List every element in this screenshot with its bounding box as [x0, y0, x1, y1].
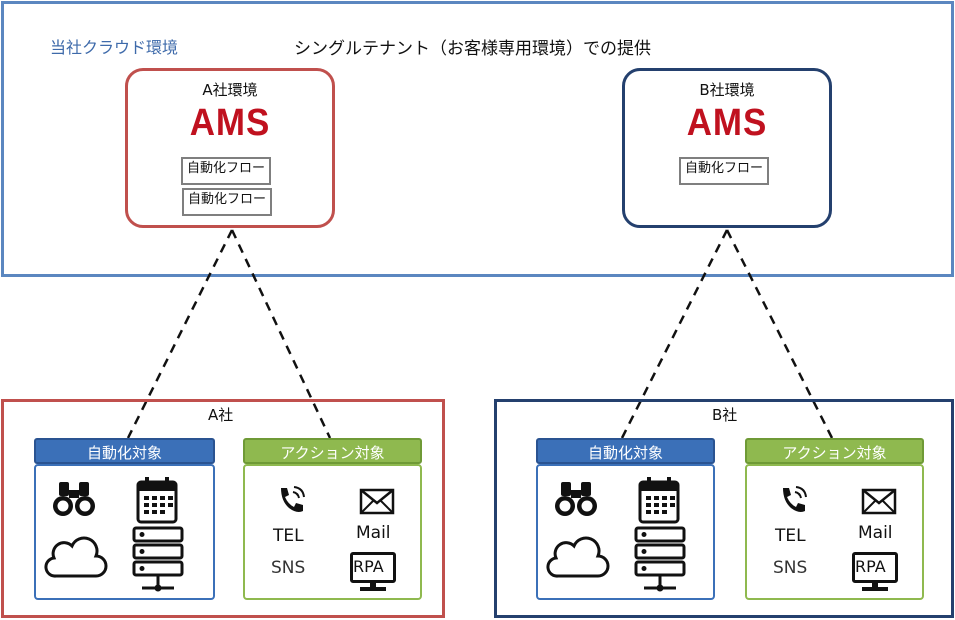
env-a-ams-logo: AMS — [189, 102, 271, 144]
phone-icon — [783, 486, 807, 512]
env-a-box: A社環境 AMS 自動化フロー 自動化フロー — [125, 68, 335, 228]
company-b-box — [494, 399, 954, 618]
binoculars-icon — [53, 482, 95, 516]
rpa-label: RPA — [353, 557, 384, 576]
company-b-action-header: アクション対象 — [745, 438, 924, 464]
env-b-title: B社環境 — [699, 81, 755, 99]
env-a-title: A社環境 — [202, 81, 258, 99]
company-a-box — [1, 399, 445, 618]
mail-label: Mail — [356, 523, 391, 543]
company-b-automation-panel — [536, 464, 715, 600]
cloud-environment-label: 当社クラウド環境 — [50, 38, 179, 57]
mail-icon — [861, 488, 897, 515]
rpa-label: RPA — [855, 557, 886, 576]
company-b-action-panel: TEL Mail SNS RPA — [745, 464, 924, 600]
rpa-monitor-icon: RPA — [852, 552, 898, 592]
cloud-icon — [546, 536, 610, 578]
company-a-automation-panel — [34, 464, 215, 600]
company-b-label: B社 — [712, 406, 738, 424]
cloud-environment — [1, 1, 954, 277]
company-a-action-panel: TEL Mail SNS RPA — [243, 464, 422, 600]
page-title: シングルテナント（お客様専用環境）での提供 — [294, 39, 651, 59]
calendar-icon — [638, 477, 680, 524]
server-icon — [634, 526, 686, 592]
env-b-ams-logo: AMS — [686, 102, 768, 144]
binoculars-icon — [555, 482, 597, 516]
tel-label: TEL — [273, 526, 304, 546]
mail-label: Mail — [858, 523, 893, 543]
server-icon — [132, 526, 184, 592]
phone-icon — [281, 486, 305, 512]
cloud-icon — [44, 536, 108, 578]
rpa-monitor-icon: RPA — [350, 552, 396, 592]
company-a-automation-header: 自動化対象 — [34, 438, 215, 464]
calendar-icon — [136, 477, 178, 524]
mail-icon — [359, 488, 395, 515]
env-b-flow-1: 自動化フロー — [679, 157, 770, 185]
company-a-action-header: アクション対象 — [243, 438, 422, 464]
company-b-automation-header: 自動化対象 — [536, 438, 715, 464]
sns-label: SNS — [773, 558, 808, 578]
tel-label: TEL — [775, 526, 806, 546]
env-a-flow-2: 自動化フロー — [182, 188, 273, 216]
env-a-flow-1: 自動化フロー — [181, 157, 272, 185]
env-b-box: B社環境 AMS 自動化フロー — [622, 68, 832, 228]
company-a-label: A社 — [208, 406, 234, 424]
sns-label: SNS — [271, 558, 306, 578]
